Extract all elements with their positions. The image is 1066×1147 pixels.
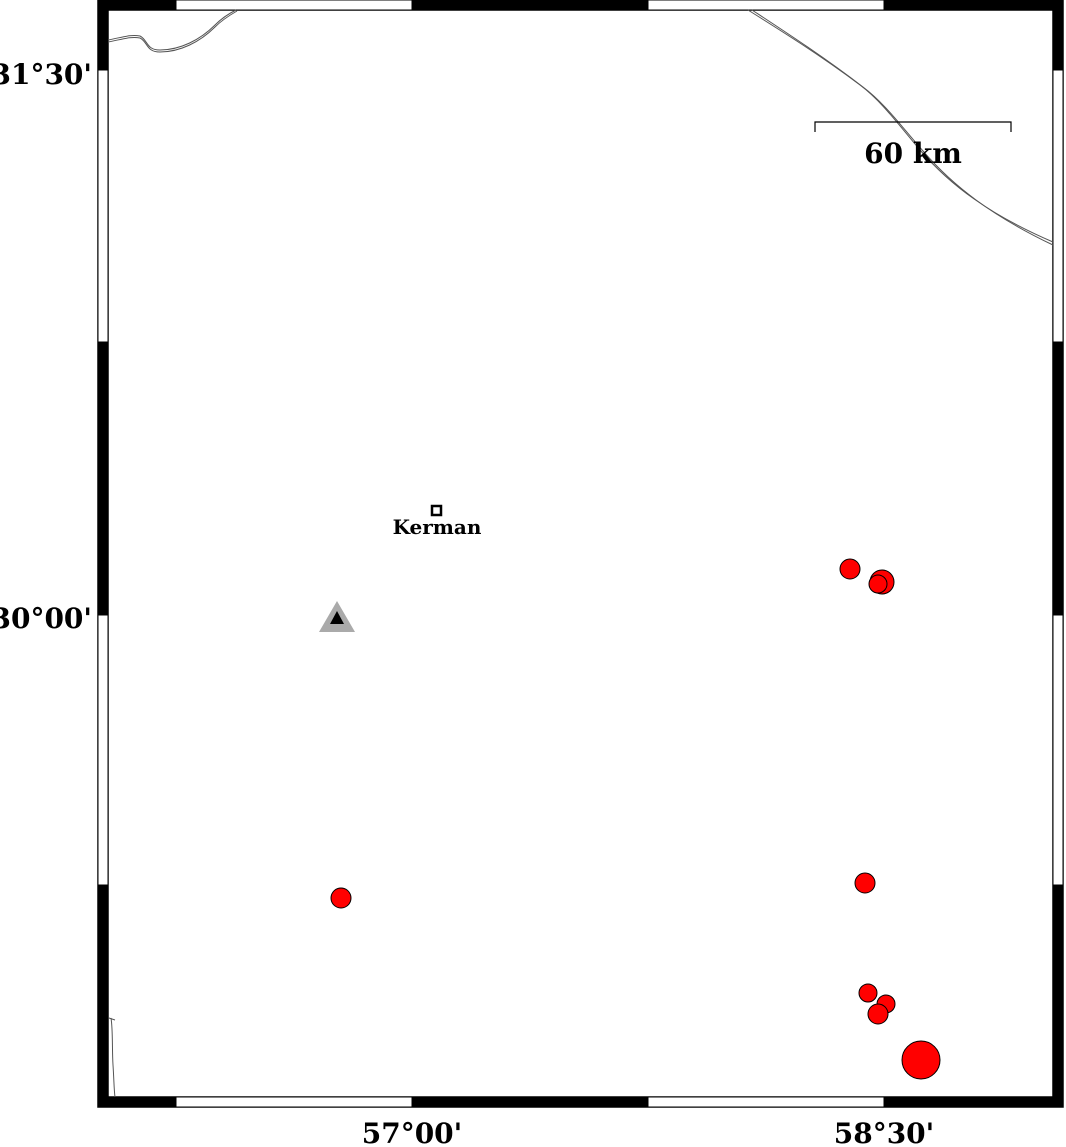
event-circle: [901, 1040, 941, 1080]
city-marker: Kerman: [393, 504, 482, 539]
station-inner-triangle-icon: [330, 611, 344, 624]
lon-label-5830: 58°30': [834, 1117, 935, 1147]
coastline: [107, 9, 1054, 1098]
event-circle: [839, 558, 861, 580]
station-marker: [319, 601, 355, 632]
scale-bar: 60 km: [814, 121, 1012, 170]
lat-label-3130: 31°30': [0, 58, 92, 91]
city-label: Kerman: [393, 515, 482, 539]
event-circle: [854, 872, 876, 894]
event-circle: [867, 1003, 889, 1025]
top-frame-border: [98, 0, 1063, 11]
map-plot-area: [107, 9, 1054, 1098]
scale-bar-label: 60 km: [864, 137, 962, 170]
lon-label-5700: 57°00': [362, 1117, 463, 1147]
lat-label-3000: 30°00': [0, 602, 92, 635]
left-frame-border: [97, 0, 109, 1107]
event-circle: [858, 983, 878, 1003]
earthquake-events: [330, 558, 941, 1080]
bottom-frame-border: [98, 1096, 1063, 1108]
event-circle: [330, 887, 352, 909]
city-square-icon: [430, 504, 443, 517]
right-frame-border: [1052, 0, 1064, 1107]
event-circle: [868, 574, 888, 594]
